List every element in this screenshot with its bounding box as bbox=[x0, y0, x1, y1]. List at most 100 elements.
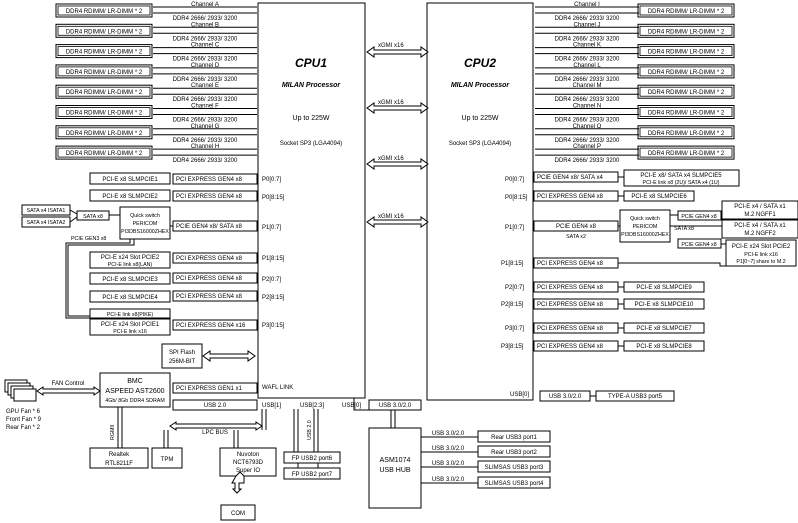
cpu1-port-p0-815: P0[8:15] bbox=[262, 195, 285, 201]
cpu1-dimm-label: DDR4 RDIMM/ LR-DIMM * 2 bbox=[66, 70, 143, 76]
cpu1-channel-speed: DDR4 2666/ 2933/ 3200 bbox=[173, 36, 238, 42]
hub-port-label: Rear USB3 port2 bbox=[491, 450, 537, 456]
cpu1-dimm-label: DDR4 RDIMM/ LR-DIMM * 2 bbox=[66, 9, 143, 15]
isata2: SATA x4 ISATA2 bbox=[27, 220, 66, 226]
hub-port-box bbox=[477, 460, 551, 473]
cpu2-channel-name: Channel N bbox=[573, 104, 601, 110]
cpu1-channel-speed: DDR4 2666/ 2933/ 3200 bbox=[173, 118, 238, 124]
cpu1-channel-row: DDR4 RDIMM/ LR-DIMM * 2 Channel A DDR4 266… bbox=[55, 2, 257, 22]
cpu1-channel-name: Channel A bbox=[191, 2, 219, 8]
cpu1-port-labels: P0[0:7] P0[8:15] P1[0:7] P1[8:15] P2[0:7… bbox=[262, 177, 361, 409]
cpu2-channel-speed: DDR4 2666/ 2933/ 3200 bbox=[555, 16, 620, 22]
cpu1-link-p0-815: PCI EXPRESS GEN4 x8 bbox=[176, 194, 243, 200]
cpu2-channel-name: Channel M bbox=[572, 83, 601, 89]
cpu2-channel-speed: DDR4 2666/ 2933/ 3200 bbox=[555, 118, 620, 124]
cpu2-dimm-slot bbox=[637, 23, 735, 38]
cpu2-port-p1-07: P1[0:7] bbox=[505, 225, 524, 231]
cpu1-channel-speed: DDR4 2666/ 2933/ 3200 bbox=[173, 16, 238, 22]
cpu2-link-p2-815: PCI EXPRESS GEN4 x8 bbox=[537, 302, 604, 308]
cpu1-memory-channels: DDR4 RDIMM/ LR-DIMM * 2 Channel A DDR4 266… bbox=[55, 2, 257, 164]
cpu1-channel-speed: DDR4 2666/ 2933/ 3200 bbox=[173, 158, 238, 164]
hub-port-box bbox=[477, 445, 551, 458]
cpu2-dimm-label: DDR4 RDIMM/ LR-DIMM * 2 bbox=[648, 90, 725, 96]
slot-slmpcie7: PCI-E x8 SLMPCIE7 bbox=[636, 326, 692, 332]
m2-ngff2-b: M.2 NGFF2 bbox=[744, 231, 776, 237]
xgmi-label-1: xGMI x16 bbox=[378, 43, 404, 49]
hub-link-label: USB 3.0/2.0 bbox=[432, 431, 465, 437]
cpu2-power: Up to 225W bbox=[462, 115, 499, 122]
hub-link-label: USB 3.0/2.0 bbox=[432, 461, 465, 467]
cpu2-dimm-label: DDR4 RDIMM/ LR-DIMM * 2 bbox=[648, 9, 725, 15]
cpu2-dimm-slot bbox=[637, 44, 735, 59]
cpu2-channel-speed: DDR4 2666/ 2933/ 3200 bbox=[555, 97, 620, 103]
slot-pcie2-left: PCI-E x24 Slot PCIE2 bbox=[101, 255, 160, 261]
cpu2-port-p2-07: P2[0:7] bbox=[505, 285, 524, 291]
realtek-line1: Realtek bbox=[109, 452, 130, 458]
slot-pcie1: PCI-E x24 Slot PCIE1 bbox=[101, 322, 160, 328]
cpu2-link-p1-815: PCI EXPRESS GEN4 x8 bbox=[537, 261, 604, 267]
hub-port-label: SLIMSAS USB3 port4 bbox=[485, 481, 544, 487]
superio-line3: Super IO bbox=[236, 468, 260, 474]
cpu2-subtitle: MILAN Processor bbox=[451, 82, 511, 89]
bmc-usb20: USB 2.0 bbox=[204, 403, 227, 409]
cpu1-port-usb23: USB[2:3] bbox=[300, 403, 324, 409]
cpu2-dimm-label: DDR4 RDIMM/ LR-DIMM * 2 bbox=[648, 50, 725, 56]
com-port: COM bbox=[231, 511, 245, 517]
m2-ngff1-a: PCI-E x4 / SATA x1 bbox=[734, 204, 786, 210]
cpu2-box bbox=[426, 2, 534, 401]
fan-rear: Rear Fan * 2 bbox=[6, 425, 41, 431]
usb3-port5: TYPE-A USB3 port5 bbox=[608, 394, 663, 400]
cpu2-link-p3-815: PCI EXPRESS GEN4 x8 bbox=[537, 344, 604, 350]
cpu1-link-p1-815: PCI EXPRESS GEN4 x8 bbox=[176, 256, 243, 262]
hub-link-label: USB 3.0/2.0 bbox=[432, 446, 465, 452]
bmc-sdram: 4Gb/ 8Gb DDR4 SDRAM bbox=[105, 398, 164, 404]
cpu1-dimm-label: DDR4 RDIMM/ LR-DIMM * 2 bbox=[66, 111, 143, 117]
cpu2-title: CPU2 bbox=[464, 56, 496, 70]
cpu1-dimm-slot bbox=[55, 145, 153, 160]
superio-line1: Nuvoton bbox=[237, 452, 259, 458]
cpu1-dimm-label: DDR4 RDIMM/ LR-DIMM * 2 bbox=[66, 151, 143, 157]
cpu1-slots: PCI-E x8 SLMPCIE1 PCI-E x8 SLMPCIE2 Quic… bbox=[21, 172, 173, 336]
fan-gpu: GPU Fan * 6 bbox=[6, 409, 41, 415]
left-switch-line3: PI3DBS16000ZHEX bbox=[121, 229, 169, 235]
cpu2-channel-name: Channel K bbox=[573, 43, 601, 49]
fp-usb20-label: USB 2.0 bbox=[307, 420, 313, 440]
cpu2-channel-speed: DDR4 2666/ 2933/ 3200 bbox=[555, 57, 620, 63]
slot-slmpcie4: PCI-E x8 SLMPCIE4 bbox=[102, 295, 158, 301]
hub-port-box bbox=[477, 476, 551, 489]
cpu2-dimm-slot bbox=[637, 3, 735, 18]
cpu1-port-p1-815: P1[8:15] bbox=[262, 256, 285, 262]
fan-front: Front Fan * 9 bbox=[6, 417, 42, 423]
hub-link-label: USB 3.0/2.0 bbox=[432, 477, 465, 483]
cpu1-port-p2-815: P2[8:15] bbox=[262, 295, 285, 301]
cpu2-channel-name: Channel L bbox=[573, 63, 601, 69]
hub-uplink: USB 3.0/2.0 bbox=[379, 403, 412, 409]
xgmi-links: xGMI x16 xGMI x16 xGMI x16 xGMI x16 bbox=[366, 43, 429, 228]
bmc-chip: ASPEED AST2600 bbox=[105, 388, 164, 395]
slot-slmpcie3: PCI-E x8 SLMPCIE3 bbox=[102, 277, 158, 283]
cpu1-port-usb0: USB[0] bbox=[342, 403, 361, 409]
cpu2-port-p0-815: P0[8:15] bbox=[505, 195, 528, 201]
cpu1-port-p2-07: P2[0:7] bbox=[262, 277, 281, 283]
cpu1-title: CPU1 bbox=[295, 56, 327, 70]
cpu2-dimm-slot bbox=[637, 145, 735, 160]
slot-slmpcie10: PCI-E x8 SLMPCIE10 bbox=[635, 302, 694, 308]
lpc-bus: LPC BUS bbox=[202, 430, 228, 436]
hub-line1: ASM1074 bbox=[380, 457, 411, 464]
rgmii-label: RGMII bbox=[110, 425, 116, 440]
cpu1-channel-speed: DDR4 2666/ 2933/ 3200 bbox=[173, 138, 238, 144]
cpu1-dimm-label: DDR4 RDIMM/ LR-DIMM * 2 bbox=[66, 29, 143, 35]
superio-area: Nuvoton NCT6793D Super IO COM bbox=[219, 447, 277, 521]
slot-slmpcie5-link: PCI-E link x8 (2U)/ SATA x4 (1U) bbox=[643, 180, 720, 186]
bmc-title: BMC bbox=[127, 378, 143, 385]
cpu2-channel-name: Channel P bbox=[573, 144, 601, 150]
cpu2-link-p2-07: PCI EXPRESS GEN4 x8 bbox=[537, 285, 604, 291]
